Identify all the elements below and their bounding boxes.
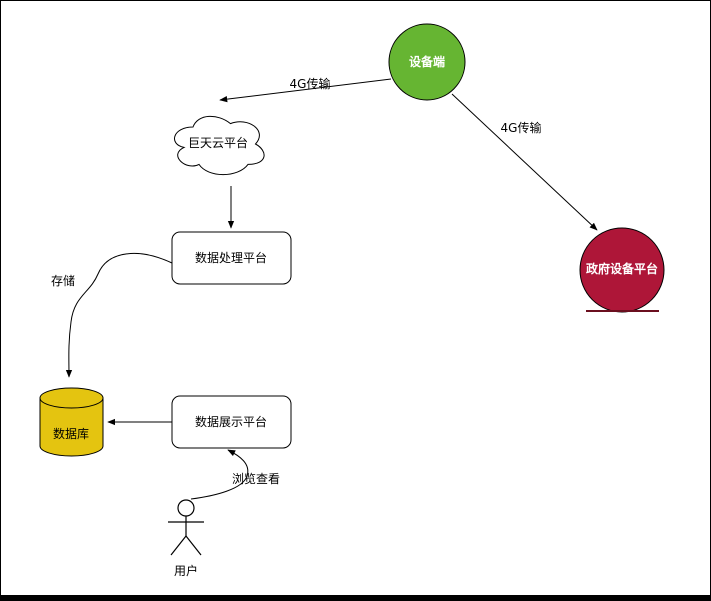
node-cloud: 巨天云平台 <box>174 115 265 176</box>
edge-user-to-display <box>190 449 249 500</box>
edge-label-store: 存储 <box>51 273 75 288</box>
node-user: 用户 <box>168 499 204 578</box>
database-top <box>39 387 104 409</box>
edge-processing-to-database <box>65 252 173 378</box>
edge-label-browse: 浏览查看 <box>232 471 280 486</box>
gov-label: 政府设备平台 <box>586 261 658 276</box>
node-processing: 数据处理平台 <box>171 231 292 285</box>
display-rect <box>171 395 292 449</box>
cloud-shape <box>174 115 265 176</box>
edge-device-to-gov <box>451 93 598 231</box>
database-body <box>39 397 104 457</box>
processing-rect <box>171 231 292 285</box>
device-label: 设备端 <box>409 54 445 69</box>
database-label: 数据库 <box>53 426 89 441</box>
node-device: 设备端 <box>388 23 466 101</box>
edge-label-4g-to-cloud: 4G传输 <box>290 76 331 91</box>
user-leg-left <box>170 535 187 556</box>
display-label: 数据展示平台 <box>195 414 267 429</box>
user-label: 用户 <box>174 563 198 578</box>
node-database: 数据库 <box>39 387 104 457</box>
user-head <box>177 499 195 517</box>
edge-device-to-cloud <box>219 78 392 103</box>
node-display: 数据展示平台 <box>171 395 292 449</box>
processing-label: 数据处理平台 <box>195 250 267 265</box>
node-gov: 政府设备平台 <box>579 227 665 313</box>
user-leg-right <box>185 535 202 556</box>
canvas-bottom-bar <box>0 595 711 601</box>
cloud-label: 巨天云平台 <box>188 135 248 150</box>
edge-label-4g-to-gov: 4G传输 <box>501 120 542 135</box>
device-circle <box>388 23 466 101</box>
